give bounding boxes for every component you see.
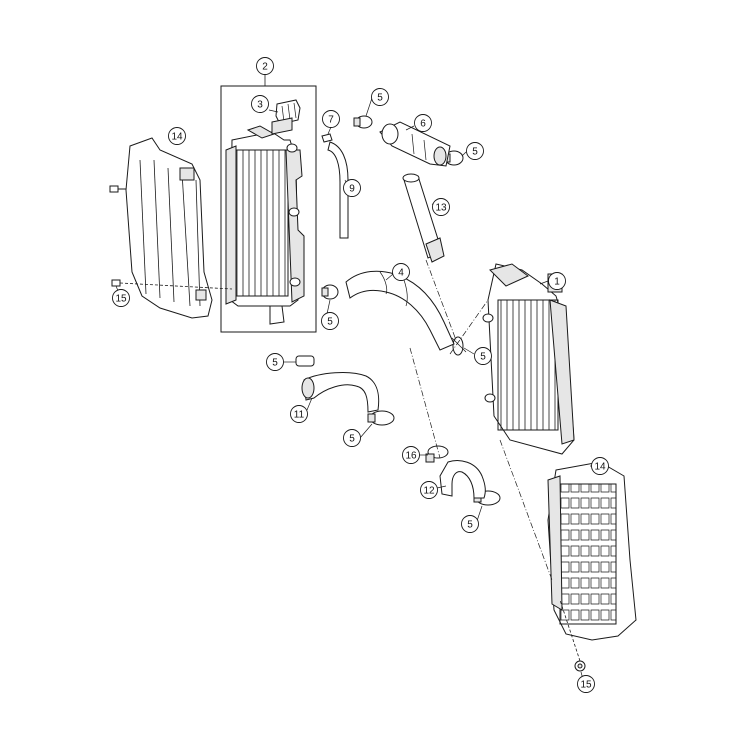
left-radiator-shroud: [125, 137, 213, 319]
long-tube-13: [402, 173, 445, 263]
assembly-lines: [409, 259, 553, 581]
callout-5-mid-left: 5: [327, 317, 333, 328]
connector-pipe-6: [379, 121, 451, 167]
callout-5-hose11-top: 5: [272, 358, 278, 369]
hose-clamp-16: [425, 445, 449, 463]
callout-15-left: 15: [115, 294, 127, 305]
assembly-2-frame: [220, 85, 317, 333]
callout-3: 3: [257, 100, 263, 111]
small-hose-9: [327, 141, 349, 239]
hose-12: [439, 460, 486, 499]
right-radiator: [482, 263, 575, 455]
callout-5-hose12-bottom: 5: [467, 520, 473, 531]
callout-6: 6: [420, 119, 426, 130]
hose-11: [301, 372, 380, 413]
right-shroud-screw: [559, 599, 586, 672]
callout-14-left: 14: [171, 132, 183, 143]
hose-clamp-top-left: [353, 115, 373, 129]
callout-5-mid-right: 5: [480, 352, 486, 363]
callout-9: 9: [349, 184, 355, 195]
callout-4: 4: [398, 268, 404, 279]
callout-15-right: 15: [580, 680, 592, 691]
left-radiator: [225, 125, 305, 325]
right-radiator-shroud: [547, 461, 637, 641]
callout-7: 7: [328, 115, 334, 126]
callout-16: 16: [405, 451, 417, 462]
callout-circles: [112, 57, 609, 693]
hose-clamp-hose11-bottom: [367, 410, 395, 426]
left-shroud-screw-bottom: [111, 279, 233, 290]
callout-2: 2: [262, 62, 268, 73]
large-hose-4: [345, 270, 455, 351]
callout-5-top-left: 5: [377, 93, 383, 104]
left-shroud-screw-top: [109, 185, 126, 193]
callout-14-right: 14: [594, 462, 606, 473]
radiator-cap: [271, 99, 301, 135]
callout-labels: 2 3 7 5 6 5 9 13 14 4 1 15 5 5 5 11 5 16…: [115, 62, 606, 691]
callout-12: 12: [423, 486, 435, 497]
callout-1: 1: [554, 277, 560, 288]
callout-13: 13: [435, 203, 447, 214]
callout-11: 11: [294, 410, 305, 421]
hose-clamp-hose11-top: [295, 355, 315, 367]
hose-clamp-mid-right: [451, 336, 467, 356]
callout-5-top-right: 5: [472, 147, 478, 158]
hose-clamp-mid-left: [321, 284, 339, 300]
hose-clip-7: [321, 133, 333, 143]
callout-5-hose11-bottom: 5: [349, 434, 355, 445]
